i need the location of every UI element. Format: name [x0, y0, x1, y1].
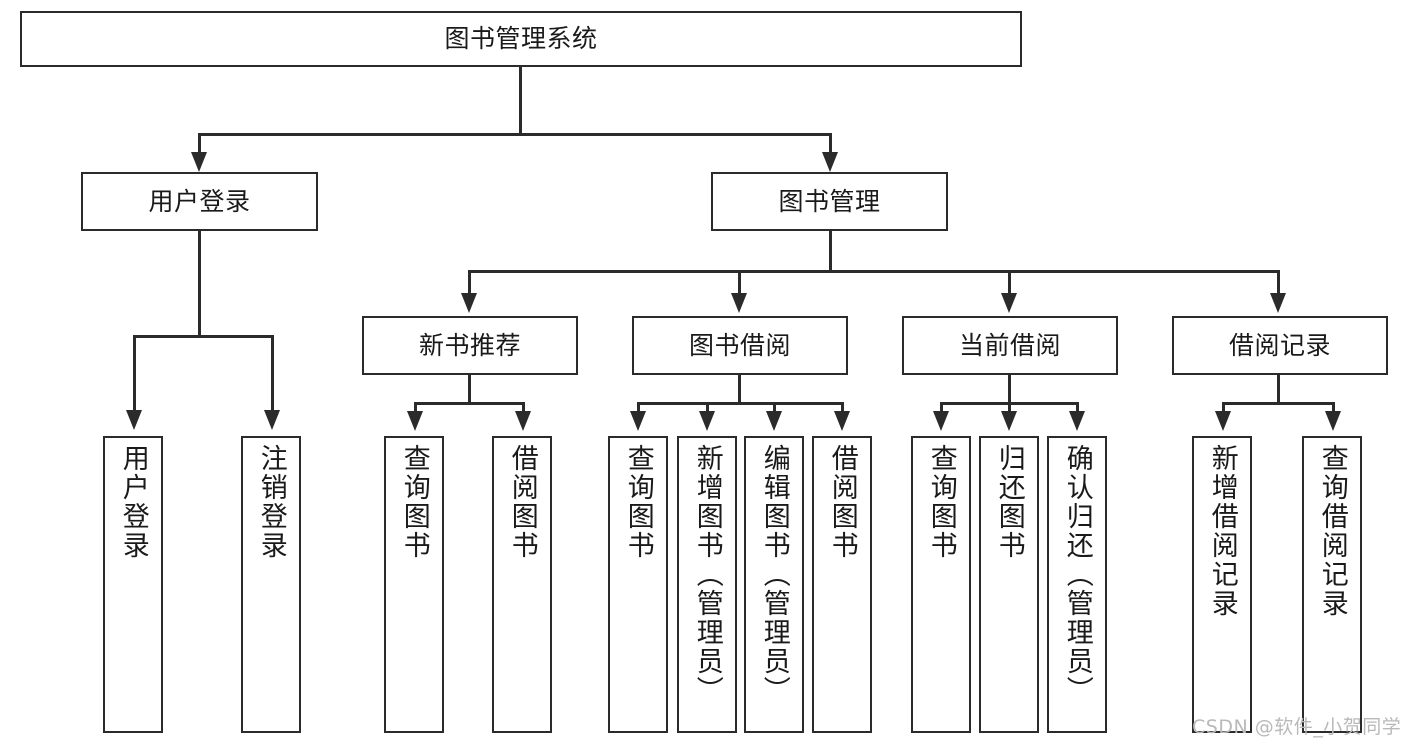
node-label: 确认归还（管理员） [1061, 444, 1093, 705]
leaf-logout[interactable]: 注销登录 [241, 436, 301, 733]
connector-current-borrow-stem [1008, 375, 1011, 404]
node-label: 当前借阅 [958, 330, 1061, 360]
connector-user-login-stem [198, 231, 201, 337]
connector-root-to-book-management [829, 133, 832, 155]
node-label: 归还图书 [993, 444, 1025, 560]
leaf-edit-book-admin[interactable]: 编辑图书（管理员） [744, 436, 804, 733]
node-book-borrow[interactable]: 图书借阅 [632, 316, 848, 375]
connector-borrow-record-bus [1222, 402, 1334, 405]
leaf-add-borrow-record[interactable]: 新增借阅记录 [1192, 436, 1252, 733]
leaf-return-book[interactable]: 归还图书 [979, 436, 1039, 733]
node-user-login[interactable]: 用户登录 [81, 172, 318, 231]
connector-book-borrow-bus [637, 402, 843, 405]
connector-bb-to-leaf-2 [706, 402, 709, 414]
arrow-bm-to-borrow-record [1270, 293, 1286, 313]
arrow-bm-to-current-borrow [1001, 293, 1017, 313]
arrow-cb-to-leaf-1 [933, 411, 949, 431]
node-label: 图书借阅 [688, 330, 791, 360]
arrow-root-to-user-login [191, 152, 207, 172]
node-current-borrow[interactable]: 当前借阅 [902, 316, 1118, 375]
connector-borrow-record-stem [1277, 375, 1280, 404]
arrow-user-login-to-leaf-1 [126, 410, 142, 430]
connector-bm-to-current-borrow [1008, 270, 1011, 296]
connector-bm-to-new-book [468, 270, 471, 296]
leaf-confirm-return-admin[interactable]: 确认归还（管理员） [1047, 436, 1107, 733]
arrow-br-to-leaf-1 [1215, 411, 1231, 431]
connector-cb-to-leaf-1 [940, 402, 943, 414]
connector-bm-to-book-borrow [738, 270, 741, 296]
leaf-query-book-recommend[interactable]: 查询图书 [384, 436, 444, 733]
leaf-add-book-admin[interactable]: 新增图书（管理员） [677, 436, 737, 733]
arrow-new-book-to-leaf-2 [515, 411, 531, 431]
connector-new-book-stem [468, 375, 471, 404]
node-label: 用户登录 [117, 444, 149, 560]
leaf-borrow-book-recommend[interactable]: 借阅图书 [492, 436, 552, 733]
node-label: 新书推荐 [418, 330, 521, 360]
leaf-query-book-current[interactable]: 查询图书 [911, 436, 971, 733]
connector-bb-to-leaf-1 [637, 402, 640, 414]
node-label: 注销登录 [255, 444, 287, 560]
connector-new-book-to-leaf-2 [522, 402, 525, 414]
connector-book-management-bus [468, 270, 1279, 273]
connector-new-book-to-leaf-1 [414, 402, 417, 414]
connector-root-stem [519, 67, 522, 135]
node-label: 借阅图书 [506, 444, 538, 560]
arrow-bb-to-leaf-3 [766, 411, 782, 431]
arrow-root-to-book-management [822, 152, 838, 172]
leaf-borrow-book[interactable]: 借阅图书 [812, 436, 872, 733]
connector-root-bus [198, 133, 831, 136]
arrow-bm-to-book-borrow [731, 293, 747, 313]
node-label: 借阅记录 [1228, 330, 1331, 360]
arrow-bb-to-leaf-2 [699, 411, 715, 431]
node-label: 新增图书（管理员） [691, 444, 723, 705]
node-label: 查询借阅记录 [1316, 444, 1348, 618]
connector-new-book-bus [414, 402, 524, 405]
arrow-user-login-to-leaf-2 [264, 410, 280, 430]
connector-root-to-user-login [198, 133, 201, 155]
connector-bb-to-leaf-3 [773, 402, 776, 414]
csdn-watermark: CSDN @软件_小贺同学 [1192, 716, 1402, 738]
node-label: 编辑图书（管理员） [758, 444, 790, 705]
connector-br-to-leaf-1 [1222, 402, 1225, 414]
node-label: 图书管理系统 [444, 24, 598, 53]
connector-cb-to-leaf-3 [1076, 402, 1079, 414]
arrow-cb-to-leaf-2 [1001, 411, 1017, 431]
connector-user-login-to-leaf-2 [271, 335, 274, 413]
arrow-bb-to-leaf-4 [834, 411, 850, 431]
node-label: 用户登录 [148, 186, 251, 216]
connector-cb-to-leaf-2 [1008, 402, 1011, 414]
leaf-query-book-borrow[interactable]: 查询图书 [608, 436, 668, 733]
connector-br-to-leaf-2 [1332, 402, 1335, 414]
arrow-cb-to-leaf-3 [1069, 411, 1085, 431]
leaf-query-borrow-record[interactable]: 查询借阅记录 [1302, 436, 1362, 733]
node-new-book-recommend[interactable]: 新书推荐 [362, 316, 578, 375]
arrow-br-to-leaf-2 [1325, 411, 1341, 431]
node-label: 查询图书 [398, 444, 430, 560]
leaf-user-login[interactable]: 用户登录 [103, 436, 163, 733]
connector-user-login-to-leaf-1 [133, 335, 136, 413]
node-label: 新增借阅记录 [1206, 444, 1238, 618]
connector-book-borrow-stem [738, 375, 741, 404]
node-label: 图书管理 [778, 186, 881, 216]
connector-bb-to-leaf-4 [841, 402, 844, 414]
node-borrow-record[interactable]: 借阅记录 [1172, 316, 1388, 375]
arrow-new-book-to-leaf-1 [407, 411, 423, 431]
connector-user-login-bus [133, 335, 273, 338]
node-book-management[interactable]: 图书管理 [711, 172, 948, 231]
arrow-bb-to-leaf-1 [630, 411, 646, 431]
node-label: 借阅图书 [826, 444, 858, 560]
connector-bm-to-borrow-record [1277, 270, 1280, 296]
node-root-book-management-system[interactable]: 图书管理系统 [20, 11, 1022, 67]
node-label: 查询图书 [622, 444, 654, 560]
node-label: 查询图书 [925, 444, 957, 560]
connector-book-management-stem [829, 231, 832, 272]
arrow-bm-to-new-book [461, 293, 477, 313]
